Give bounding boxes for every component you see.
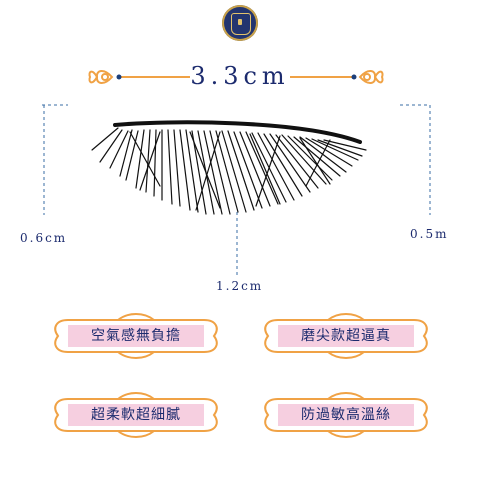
feature-label: 防過敏高溫絲 bbox=[278, 404, 414, 426]
feature-badge: 超柔軟超細膩 bbox=[48, 391, 224, 439]
ornate-frame-icon bbox=[264, 392, 428, 438]
feature-label: 空氣感無負擔 bbox=[68, 325, 204, 347]
left-ornament-icon bbox=[88, 70, 114, 84]
feature-badge: 空氣感無負擔 bbox=[48, 312, 224, 360]
ornate-frame-icon bbox=[54, 392, 218, 438]
feature-label: 超柔軟超細膩 bbox=[68, 404, 204, 426]
left-height-label: 0.6cm bbox=[20, 231, 68, 245]
right-ornament-icon bbox=[358, 70, 384, 84]
crest-icon bbox=[231, 13, 251, 35]
left-height-guide bbox=[42, 104, 68, 215]
eyelash-illustration bbox=[91, 120, 367, 215]
center-length-label: 1.2cm bbox=[216, 279, 264, 293]
right-height-guide bbox=[400, 104, 431, 215]
feature-badge: 防過敏高溫絲 bbox=[258, 391, 434, 439]
ornate-frame-icon bbox=[264, 313, 428, 359]
feature-label: 磨尖款超逼真 bbox=[278, 325, 414, 347]
brand-logo bbox=[222, 5, 258, 41]
width-measurement: 3.3cm bbox=[190, 62, 290, 90]
ornate-frame-icon bbox=[54, 313, 218, 359]
right-height-label: 0.5m bbox=[410, 227, 449, 241]
feature-badge: 磨尖款超逼真 bbox=[258, 312, 434, 360]
